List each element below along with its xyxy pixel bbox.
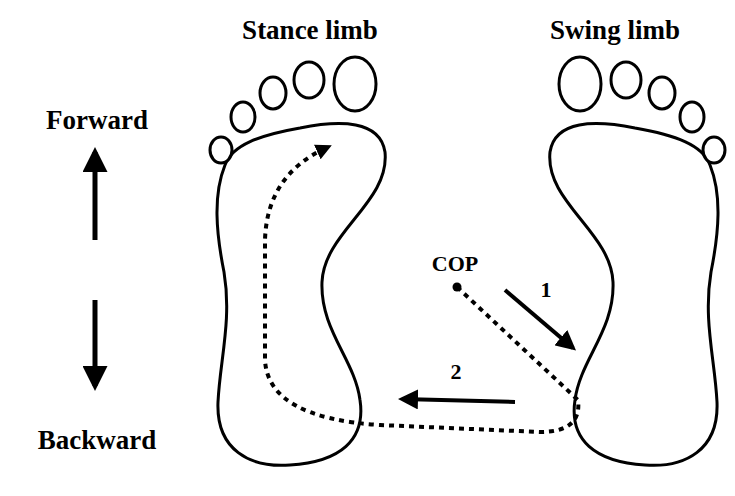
forward-arrow — [93, 152, 98, 240]
cop-label: COP — [432, 253, 478, 275]
stance-foot — [210, 57, 385, 465]
callout-number: 2 — [451, 361, 462, 383]
swing-foot — [550, 57, 725, 465]
direction-arrow — [505, 290, 573, 348]
direction-label: Backward — [38, 427, 157, 454]
cop-trajectory — [265, 148, 578, 432]
callout-number: 1 — [541, 279, 552, 301]
direction-arrow — [402, 399, 515, 402]
limb-heading: Swing limb — [550, 17, 680, 44]
cop-dot — [453, 283, 462, 292]
limb-heading: Stance limb — [242, 17, 378, 44]
backward-arrow — [93, 300, 98, 386]
direction-label: Forward — [46, 107, 148, 134]
